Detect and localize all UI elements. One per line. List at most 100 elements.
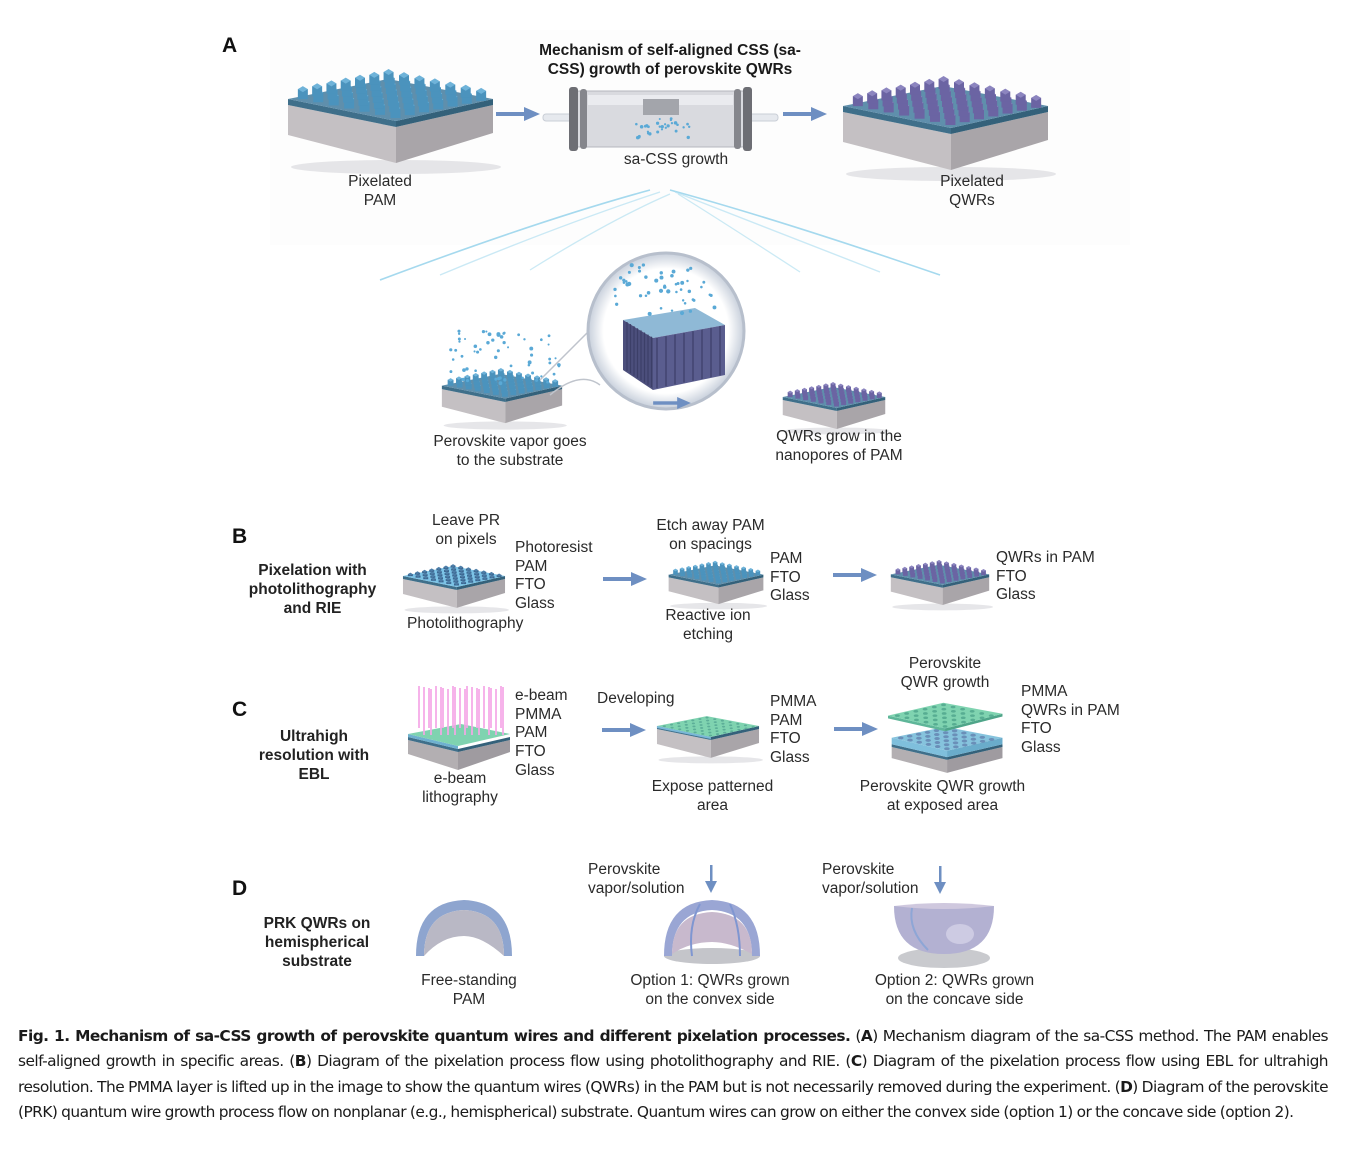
vapor-particle: [496, 332, 501, 337]
vapor-particle: [548, 357, 552, 361]
qwr-dot: [952, 741, 959, 745]
ebeam-ray: [435, 686, 437, 728]
pillar-side: [928, 105, 939, 116]
pmma-hole: [979, 712, 985, 715]
pillar-side: [825, 393, 831, 399]
pillar-side: [869, 391, 875, 397]
pam-band: [656, 726, 711, 739]
pillar-side: [802, 392, 808, 398]
pillar-side: [355, 77, 365, 88]
pillar-side: [1015, 94, 1026, 105]
pillar-top: [516, 371, 522, 376]
pillar-side: [370, 80, 381, 91]
vapor-particle: [700, 285, 703, 289]
expose-patterned-label: Expose patterned area: [640, 777, 785, 815]
pillar-top: [869, 389, 875, 393]
pillar-top: [297, 86, 308, 93]
glass-left-face: [890, 577, 943, 606]
pillar-side: [474, 385, 481, 392]
pillar-side: [497, 369, 504, 376]
pillar-top: [936, 559, 942, 563]
glass-left-face: [402, 579, 457, 608]
etch-away-label: Etch away PAM on spacings: [648, 516, 773, 554]
pillar-side: [431, 87, 441, 98]
pmma-hole: [691, 722, 695, 725]
pmma-hole: [942, 716, 947, 720]
pillar-side: [854, 391, 860, 397]
pillar-side: [984, 88, 995, 99]
caption-c-text: ) Diagram of the pixelation process flow…: [18, 1052, 1329, 1096]
pillar-side: [694, 571, 699, 577]
ebeam-ray: [452, 686, 454, 728]
pillar-side: [313, 92, 324, 103]
ebeam-ray: [447, 689, 449, 735]
magnified-vapor-particles: [613, 263, 717, 316]
vapor-particle: [660, 124, 664, 129]
vapor-particle: [458, 340, 461, 343]
pillar-top: [460, 84, 471, 91]
pillar-side: [715, 575, 721, 581]
pillar-top: [867, 90, 878, 97]
pillar-side: [832, 395, 838, 401]
pillar-top: [399, 72, 409, 79]
pillar-side: [854, 394, 860, 400]
ebeam-ray: [440, 687, 442, 735]
pillar-top: [861, 388, 867, 392]
fto-right-band: [951, 106, 1048, 134]
layer-label: PAM: [515, 557, 548, 575]
pmma-hole: [678, 728, 682, 731]
pillar-top: [450, 564, 456, 568]
pillar-side: [960, 574, 966, 580]
pillar-side: [988, 106, 999, 117]
fto-right-band: [836, 397, 886, 411]
developing-label: Developing: [597, 690, 675, 707]
qwr-dot: [925, 734, 931, 738]
pmma-hole: [684, 723, 688, 726]
layer-label: PAM: [770, 550, 803, 567]
vapor-particle: [675, 290, 678, 294]
ebeam-ray: [488, 687, 490, 735]
pillar-side: [973, 568, 979, 574]
pmma-edge-right: [945, 713, 1003, 732]
pmma-hole: [960, 707, 966, 711]
pillar-side: [1000, 91, 1011, 102]
pillar-side: [855, 397, 861, 403]
layer-label: PMMA: [1021, 683, 1068, 700]
pillar-side: [499, 380, 506, 387]
pillar-side: [501, 390, 508, 397]
vapor-particle: [451, 358, 455, 361]
arrow-right-icon: [603, 572, 647, 586]
pillar-side: [939, 578, 945, 584]
pillar-side: [706, 566, 712, 571]
pillar-top: [1015, 91, 1026, 98]
pillar-top: [423, 575, 429, 579]
qwr-dot: [979, 739, 986, 743]
bowl-seam: [910, 907, 929, 951]
qwr-dot: [907, 738, 913, 742]
pmma-hole: [714, 724, 718, 727]
pillar-top: [881, 87, 892, 94]
vapor-particle: [503, 378, 507, 382]
vapor-particle: [460, 354, 464, 358]
vapor-particle: [557, 365, 561, 368]
vapor-to-substrate-label: Perovskite vapor goes to the substrate: [420, 432, 600, 470]
vapor-particle: [681, 299, 685, 302]
layer-label: PAM: [515, 724, 548, 742]
pillar-side: [500, 383, 507, 390]
etched-pam-substrate: [668, 560, 768, 610]
pmma-hole: [708, 734, 713, 737]
pillar-top: [938, 76, 949, 82]
layer-label: PAM: [770, 711, 803, 729]
pillar-side: [938, 572, 944, 578]
pmma-hole: [751, 726, 755, 728]
rie-line2: etching: [683, 626, 733, 643]
qwr-dot: [970, 737, 977, 741]
pmma-hole: [691, 719, 695, 722]
pmma-hole: [713, 721, 717, 724]
pillar-top: [1031, 94, 1042, 101]
pillar-side: [492, 389, 499, 395]
glass-left-face: [891, 747, 948, 773]
pillar-top: [496, 573, 502, 577]
pillar-side: [729, 576, 734, 581]
pmma-hole: [913, 714, 919, 717]
